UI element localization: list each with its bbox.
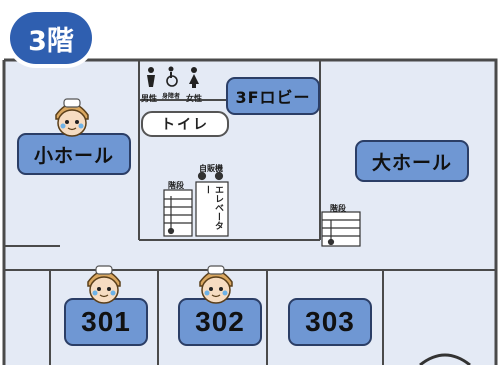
small-hall-label: 小ホール — [17, 133, 131, 175]
staff-mascot-icon — [192, 262, 240, 304]
stairs-right-label: 階段 — [330, 204, 346, 213]
staff-mascot-icon — [48, 95, 96, 137]
stairs-left-label: 階段 — [168, 181, 184, 190]
interior-walls — [4, 60, 496, 365]
accessible-label: 身障者 — [162, 93, 181, 100]
toilet-label-box: トイレ — [141, 111, 229, 137]
elevator-drawing — [195, 171, 229, 237]
toilet-label: トイレ — [161, 117, 209, 133]
vending-label: 自販機 — [199, 164, 223, 173]
men-icon — [146, 66, 156, 88]
staff-mascot-icon — [80, 262, 128, 304]
men-label: 男性 — [141, 94, 157, 103]
room-303-label: 303 — [288, 298, 372, 346]
lobby-text: 3Fロビー — [235, 88, 311, 107]
women-label: 女性 — [186, 94, 202, 103]
large-hall-text: 大ホール — [371, 151, 452, 174]
room-301-text: 301 — [81, 306, 131, 337]
accessible-icon — [165, 66, 179, 88]
round-feature — [419, 353, 471, 365]
stairs-right-drawing — [321, 211, 361, 247]
women-icon — [189, 66, 199, 88]
room-302-label: 302 — [178, 298, 262, 346]
room-301-label: 301 — [64, 298, 148, 346]
floor-badge-inner: 3階 — [10, 12, 92, 64]
floor-label: 3階 — [28, 25, 74, 57]
stairs-left-drawing — [163, 189, 193, 237]
outer-wall — [2, 58, 498, 365]
lobby-label: 3Fロビー — [226, 77, 320, 115]
room-303-text: 303 — [305, 306, 355, 337]
elevator-label: エレベーター — [202, 185, 223, 230]
toilet-sign-group: 男性 身障者 女性 — [141, 64, 211, 104]
small-hall-text: 小ホール — [33, 144, 114, 167]
room-302-text: 302 — [195, 306, 245, 337]
large-hall-label: 大ホール — [355, 140, 469, 182]
